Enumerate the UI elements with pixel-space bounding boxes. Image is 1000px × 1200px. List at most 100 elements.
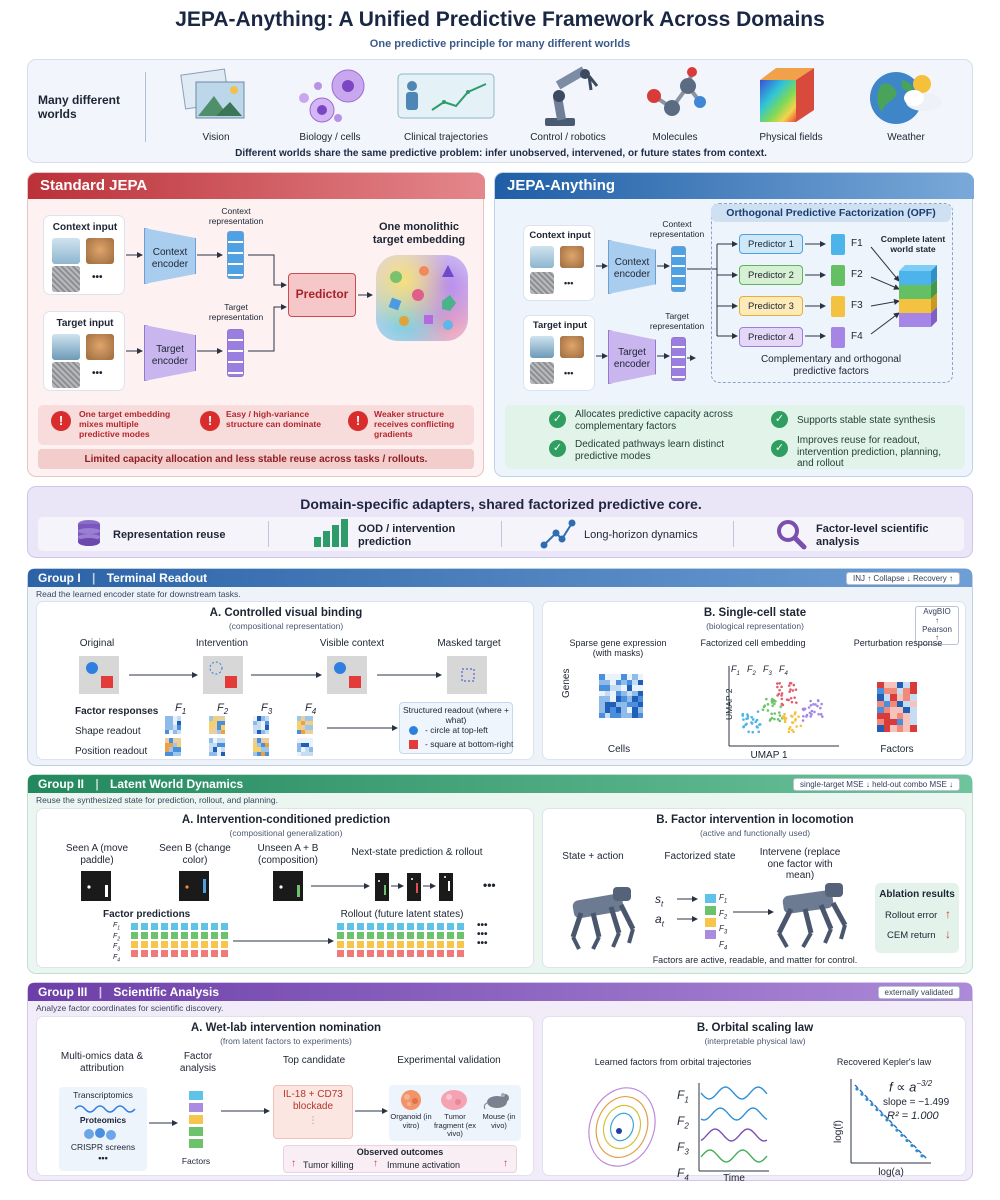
heatmap-cell xyxy=(305,742,309,747)
rollout-cell xyxy=(407,941,414,948)
gene-cell xyxy=(637,674,643,680)
std-target-repr-label: Target representation xyxy=(208,302,264,322)
gene-cell xyxy=(621,701,627,707)
world-label-robotics: Control / robotics xyxy=(530,132,606,143)
gene-cell xyxy=(637,696,643,702)
perturbation-cell xyxy=(903,725,910,732)
rollout-cell xyxy=(407,923,414,930)
gene-cell xyxy=(637,712,643,718)
kepler-point xyxy=(885,1118,889,1122)
umap-point xyxy=(778,714,782,717)
weather-globe-icon xyxy=(870,72,942,124)
umap-point xyxy=(794,688,798,691)
gene-cell xyxy=(637,690,643,696)
rollout-cell xyxy=(397,950,404,957)
check-icon-3: ✓ xyxy=(549,440,566,457)
g2a-subtitle: (compositional generalization) xyxy=(229,828,343,838)
gene-cell xyxy=(604,696,610,702)
factor-prediction-cell xyxy=(131,941,138,948)
perturbation-cell xyxy=(883,725,891,732)
umap-point xyxy=(780,685,783,689)
umap-point xyxy=(778,688,781,692)
rollout-cell xyxy=(437,950,444,957)
heatmap-cell xyxy=(297,725,301,730)
perturbation-cell xyxy=(896,725,904,732)
kepler-slope: slope = −1.499 xyxy=(883,1097,950,1108)
umap-point xyxy=(802,714,805,718)
heatmap-cell xyxy=(261,725,265,730)
arrow-up-icon: ↑ xyxy=(373,1158,378,1169)
heatmap-cell xyxy=(209,742,213,747)
factor-response-heatmaps xyxy=(165,716,325,760)
umap-point xyxy=(819,706,822,710)
umap-point xyxy=(781,703,785,707)
perturbation-cell xyxy=(883,706,891,713)
ablation-box xyxy=(875,883,959,953)
perturbation-cell xyxy=(883,682,891,689)
rollout-cell xyxy=(397,932,404,939)
world-label-weather: Weather xyxy=(887,132,925,143)
perturbation-cell xyxy=(910,688,917,695)
gene-cell xyxy=(615,701,621,707)
umap-point xyxy=(778,681,781,685)
std-monolithic-label: One monolithic target embedding xyxy=(372,221,466,246)
std-target-input: Target input ••• xyxy=(43,311,125,391)
kepler-log-plot xyxy=(850,1079,931,1164)
heatmap-cell xyxy=(305,720,309,725)
factor-f2-block xyxy=(831,265,845,286)
gene-cell xyxy=(610,712,616,718)
rollout-cell xyxy=(377,932,384,939)
heatmap-cell xyxy=(305,725,309,730)
rollout-cell xyxy=(417,941,424,948)
latent-state-stack xyxy=(899,265,939,331)
standard-jepa-panel: Standard JEPA Context input ••• Target i… xyxy=(27,172,485,477)
perturbation-cell xyxy=(896,694,904,701)
std-warning-1: One target embedding mixes multiple pred… xyxy=(79,409,171,439)
umap-point xyxy=(809,699,812,703)
umap-plot xyxy=(728,666,839,747)
std-target-repr-vector xyxy=(227,329,244,377)
perturbation-cell xyxy=(877,682,884,689)
heatmap-cell xyxy=(165,729,169,734)
umap-point xyxy=(775,682,779,685)
heatmap-cell xyxy=(265,716,269,721)
heatmap-cell xyxy=(261,729,265,734)
heatmap-cell xyxy=(217,720,221,725)
heatmap-cell xyxy=(165,751,169,756)
heatmap-cell xyxy=(173,742,177,747)
umap-point xyxy=(780,692,784,695)
heatmap-cell xyxy=(301,747,305,752)
heatmap-cell xyxy=(257,742,261,747)
gene-cell xyxy=(599,696,605,702)
vision-icon xyxy=(180,68,245,119)
rollout-cell xyxy=(427,950,434,957)
group3-name: Scientific Analysis xyxy=(113,985,219,999)
action-symbol: at xyxy=(655,912,664,929)
ja-target-repr-vector xyxy=(671,337,686,381)
gene-cell xyxy=(604,701,610,707)
warning-icon-2: ! xyxy=(200,411,220,431)
umap-point xyxy=(787,698,790,702)
heatmap-cell xyxy=(309,725,313,730)
heatmap-cell xyxy=(165,720,169,725)
g3-wetlab-card: A. Wet-lab intervention nomination (from… xyxy=(36,1016,534,1176)
std-target-encoder xyxy=(144,325,196,381)
group3-desc: Analyze factor coordinates for scientifi… xyxy=(36,1003,224,1013)
rollout-cell xyxy=(427,923,434,930)
worlds-caption: Different worlds share the same predicti… xyxy=(235,148,767,159)
rollout-cell xyxy=(437,923,444,930)
heatmap-cell xyxy=(301,738,305,743)
umap-point xyxy=(795,701,798,704)
umap-point xyxy=(817,712,820,716)
heatmap-cell xyxy=(265,725,269,730)
perturbation-cell xyxy=(883,713,891,720)
g2b-title: B. Factor intervention in locomotion xyxy=(656,814,854,826)
gene-cell xyxy=(610,707,616,713)
g1b-metrics: AvgBIO ↑ Pearson ↑ xyxy=(915,606,959,646)
world-label-clinical: Clinical trajectories xyxy=(404,132,488,143)
gene-cell xyxy=(621,674,627,680)
factor-wave xyxy=(700,1107,768,1121)
factor-prediction-cell xyxy=(191,923,198,930)
factor-prediction-cell xyxy=(131,923,138,930)
heatmap-cell xyxy=(177,747,181,752)
